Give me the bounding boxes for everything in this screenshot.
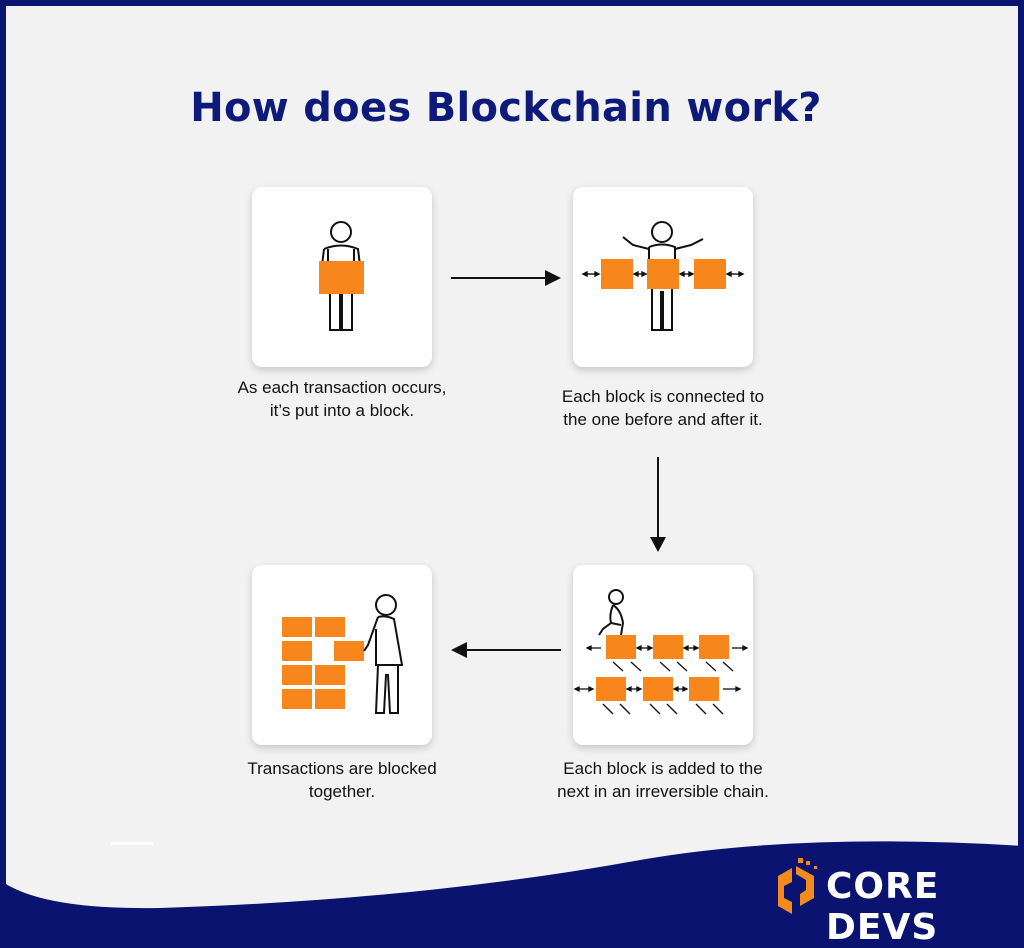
decorative-dash [111,842,153,845]
page-title: How does Blockchain work? [190,84,822,131]
step-4-card [252,565,432,745]
person-holding-block-icon [318,221,364,331]
arrow-left-icon [451,642,561,658]
content-panel [6,6,1018,926]
arrow-right-icon [451,270,561,286]
brand-name-part1: CORE [826,866,940,907]
step-1-card [252,187,432,367]
step-4-caption: Transactions are blocked together. [247,759,437,801]
irreversible-chain-icon [573,589,749,715]
arrow-down-icon [650,457,666,552]
step-2-card [573,187,753,367]
cube-logo-icon [778,858,817,914]
step-1-caption: As each transaction occurs, it’s put int… [237,378,447,420]
stacked-blocks-icon [282,594,404,714]
step-3-caption: Each block is added to the next in an ir… [557,759,769,801]
step-2-caption: Each block is connected to the one befor… [561,387,765,429]
core-devs-logo [770,858,1010,918]
step-3-card [573,565,753,745]
brand-wordmark: CORE DEVS [826,866,1024,948]
person-connecting-blocks-icon [581,221,745,331]
brand-name-part2: DEVS [826,907,939,948]
